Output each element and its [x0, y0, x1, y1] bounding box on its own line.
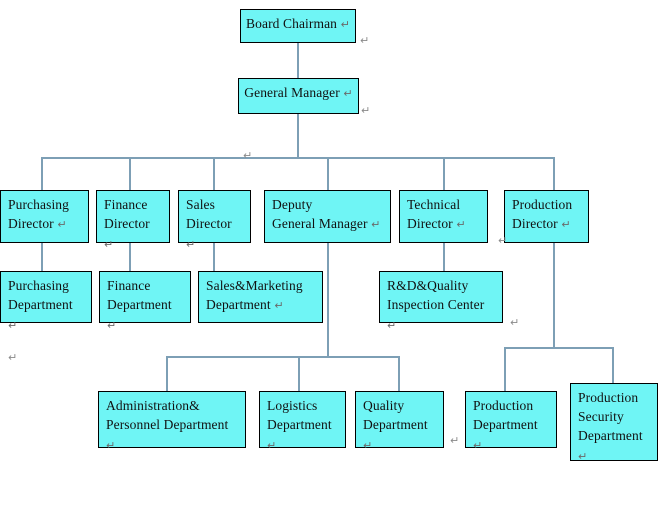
node-label-line: Department [473, 417, 538, 432]
node-label-line: General Manager [244, 85, 340, 100]
mark-left-margin-icon: ↵ [8, 351, 18, 364]
node-label-line: Security [578, 409, 624, 424]
node-label-line: Production [473, 398, 534, 413]
connector-deputy-gm-to-lower-bus [327, 243, 329, 358]
connector-bus-to-purchasing-director [41, 157, 43, 190]
node-label-line: Department [578, 428, 643, 443]
connector-bus-to-admin-personnel [166, 356, 168, 391]
paragraph-mark-icon: ↵ [8, 319, 18, 332]
node-label-line: Director [407, 216, 453, 231]
node-label-line: Director [8, 216, 54, 231]
connector-production-lower-bus [504, 347, 613, 349]
node-label-line: R&D&Quality [387, 278, 469, 293]
paragraph-mark-icon: ↵ [452, 218, 466, 231]
node-label-line: Director [104, 216, 150, 231]
node-label-line: Finance [107, 278, 151, 293]
connector-bus-to-production-security [612, 347, 614, 383]
mark-near-general-manager-icon: ↵ [361, 104, 371, 117]
paragraph-mark-icon: ↵ [578, 450, 588, 463]
paragraph-mark-icon: ↵ [387, 319, 397, 332]
node-label-line: Administration& [106, 398, 200, 413]
connector-gm-to-bus [297, 114, 299, 158]
mark-near-production-director-icon: ↵ [498, 234, 508, 247]
node-label-line: Department [206, 297, 271, 312]
paragraph-mark-icon: ↵ [363, 439, 373, 452]
paragraph-mark-icon: ↵ [270, 299, 284, 312]
connector-sales-dir-to-dept [213, 243, 215, 271]
node-label-line: Personnel Department [106, 417, 229, 432]
node-label-line: Logistics [267, 398, 318, 413]
connector-chairman-to-gm [297, 43, 299, 78]
node-label-line: Production [512, 197, 573, 212]
connector-finance-dir-to-dept [129, 243, 131, 271]
node-general-manager[interactable]: General Manager ↵ [238, 78, 359, 114]
node-label-line: Production [578, 390, 639, 405]
node-label-line: Inspection Center [387, 297, 485, 312]
connector-technical-dir-to-rd [443, 243, 445, 271]
node-label-line: Finance [104, 197, 148, 212]
paragraph-mark-icon: ↵ [104, 238, 114, 251]
paragraph-mark-icon: ↵ [186, 238, 196, 251]
node-label-line: Sales&Marketing [206, 278, 303, 293]
connector-bus-to-technical-director [443, 157, 445, 190]
connector-bus-to-sales-director [213, 157, 215, 190]
node-label-line: General Manager [272, 216, 368, 231]
paragraph-mark-icon: ↵ [367, 218, 381, 231]
connector-bus-to-logistics [298, 356, 300, 391]
paragraph-mark-icon: ↵ [337, 18, 350, 31]
connector-bus-to-production-dept [504, 347, 506, 391]
mark-near-level2-bus-icon: ↵ [243, 149, 253, 162]
connector-deputy-lower-bus [166, 356, 400, 358]
node-label-line: Director [512, 216, 558, 231]
connector-purchasing-dir-to-dept [41, 243, 43, 271]
paragraph-mark-icon: ↵ [339, 87, 353, 100]
node-label-line: Board Chairman [246, 16, 338, 31]
paragraph-mark-icon: ↵ [106, 439, 116, 452]
connector-bus-to-production-director [553, 157, 555, 190]
node-label-line: Department [363, 417, 428, 432]
node-label-line: Department [107, 297, 172, 312]
node-label-line: Deputy [272, 197, 313, 212]
node-board-chairman[interactable]: Board Chairman ↵ [240, 9, 356, 43]
connector-production-dir-to-lower-bus [553, 243, 555, 348]
mark-near-quality-department-icon: ↵ [450, 434, 460, 447]
connector-bus-to-deputy-gm [327, 157, 329, 190]
node-label-line: Director [186, 216, 232, 231]
connector-level2-bus [41, 157, 553, 159]
node-label-line: Department [8, 297, 73, 312]
mark-near-rd-center-icon: ↵ [510, 316, 520, 329]
node-label-line: Purchasing [8, 278, 69, 293]
node-label-line: Department [267, 417, 332, 432]
node-administration-personnel-department[interactable]: Administration&Personnel Department ↵ [98, 391, 246, 452]
paragraph-mark-icon: ↵ [107, 319, 117, 332]
paragraph-mark-icon: ↵ [557, 218, 571, 231]
mark-near-board-chairman-icon: ↵ [360, 34, 370, 47]
paragraph-mark-icon: ↵ [267, 439, 277, 452]
connector-bus-to-finance-director [129, 157, 131, 190]
node-label-line: Technical [407, 197, 461, 212]
paragraph-mark-icon: ↵ [53, 218, 67, 231]
node-label-line: Sales [186, 197, 215, 212]
node-label-line: Quality [363, 398, 405, 413]
connector-bus-to-quality [398, 356, 400, 391]
paragraph-mark-icon: ↵ [473, 439, 483, 452]
node-label-line: Purchasing [8, 197, 69, 212]
